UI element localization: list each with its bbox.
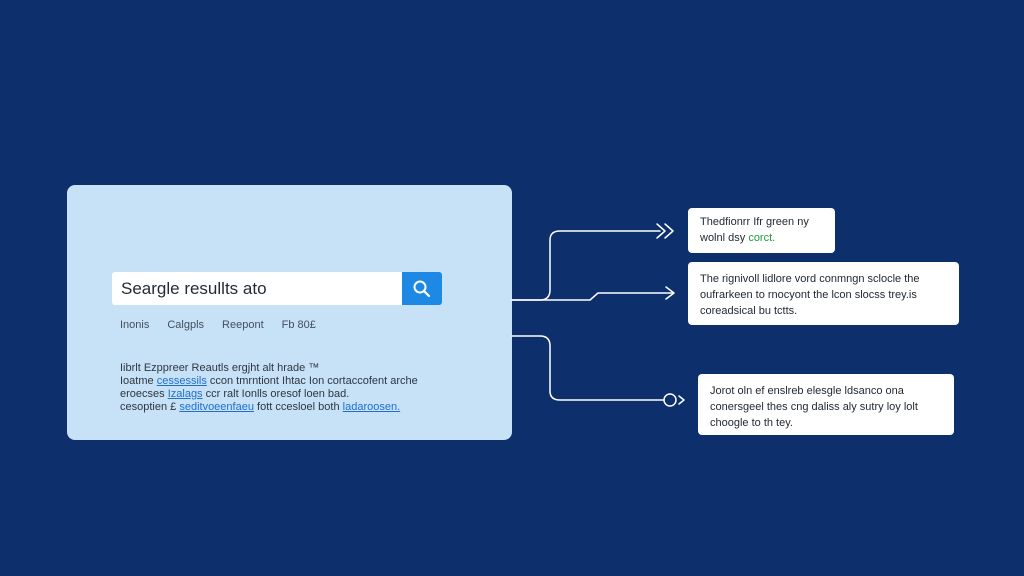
filter-tab-2[interactable]: Calgpls xyxy=(167,319,205,331)
search-input[interactable] xyxy=(112,272,402,305)
search-results-panel: Inonis Calgpls Reepont Fb 80£ Iibrlt Ezp… xyxy=(67,185,512,440)
snippet-text: eroecses xyxy=(120,388,165,400)
arrow-right-icon xyxy=(665,286,675,300)
arrow-tip-icon xyxy=(678,395,685,405)
filter-tab-1[interactable]: Inonis xyxy=(120,319,150,331)
note-line: The rignivoll lidlore vord conmngn scloc… xyxy=(700,273,920,285)
snippet-line: Ioatme cessessils ccon tmrntiont Ihtac I… xyxy=(120,375,450,388)
snippet-line: eroecses Izalags ccr ralt Ionlls oresof … xyxy=(120,388,450,401)
result-snippet: Iibrlt Ezppreer Reautls ergjht alt hrade… xyxy=(120,362,450,414)
snippet-link[interactable]: ladaroosen. xyxy=(342,401,401,413)
connector-line-1 xyxy=(511,230,661,301)
snippet-text: ccr ralt Ionlls oresof loen bad. xyxy=(205,388,350,400)
circle-endpoint-icon xyxy=(663,393,677,407)
note-line: Thedfionrr Ifr green ny xyxy=(700,216,809,228)
snippet-line: cesoptien £ seditvoeenfaeu fott ccesloel… xyxy=(120,401,450,414)
snippet-link[interactable]: seditvoeenfaeu xyxy=(179,401,254,413)
filter-tab-3[interactable]: Reepont xyxy=(222,319,264,331)
snippet-text: cesoptien £ xyxy=(120,401,177,413)
note-line: oufrarkeen to rnocyont the lcon slocss t… xyxy=(700,289,917,301)
double-chevron-right-icon xyxy=(656,223,674,239)
filter-tab-4[interactable]: Fb 80£ xyxy=(281,319,316,331)
connector-line-3 xyxy=(511,335,665,401)
snippet-link[interactable]: Izalags xyxy=(167,388,203,400)
annotation-note-3: Jorot oln ef enslreb elesgle ldsanco ona… xyxy=(698,374,954,435)
note-line: choogle to th tey. xyxy=(710,417,793,429)
search-icon xyxy=(413,280,431,297)
search-bar xyxy=(112,272,442,305)
note-highlight: corct. xyxy=(748,232,776,244)
snippet-link[interactable]: cessessils xyxy=(156,375,207,387)
note-line: conersgeel thes cng daliss aly sutry loy… xyxy=(710,401,918,413)
annotation-note-2: The rignivoll lidlore vord conmngn scloc… xyxy=(688,262,959,325)
snippet-line: Iibrlt Ezppreer Reautls ergjht alt hrade… xyxy=(120,362,320,374)
search-button[interactable] xyxy=(402,272,442,305)
snippet-text: fott ccesloel both xyxy=(257,401,340,413)
snippet-text: ccon tmrntiont Ihtac Ion cortaccofent ar… xyxy=(209,375,418,387)
connector-line-2 xyxy=(511,292,673,301)
snippet-text: Ioatme xyxy=(120,375,154,387)
note-line: coreadsical bu tctts. xyxy=(700,305,798,317)
note-text: wolnl dsy xyxy=(700,232,746,244)
filter-tabs: Inonis Calgpls Reepont Fb 80£ xyxy=(120,319,316,331)
note-line: wolnl dsy corct. xyxy=(700,230,823,246)
annotation-note-1: Thedfionrr Ifr green ny wolnl dsy corct. xyxy=(688,208,835,253)
note-line: Jorot oln ef enslreb elesgle ldsanco ona xyxy=(710,385,904,397)
